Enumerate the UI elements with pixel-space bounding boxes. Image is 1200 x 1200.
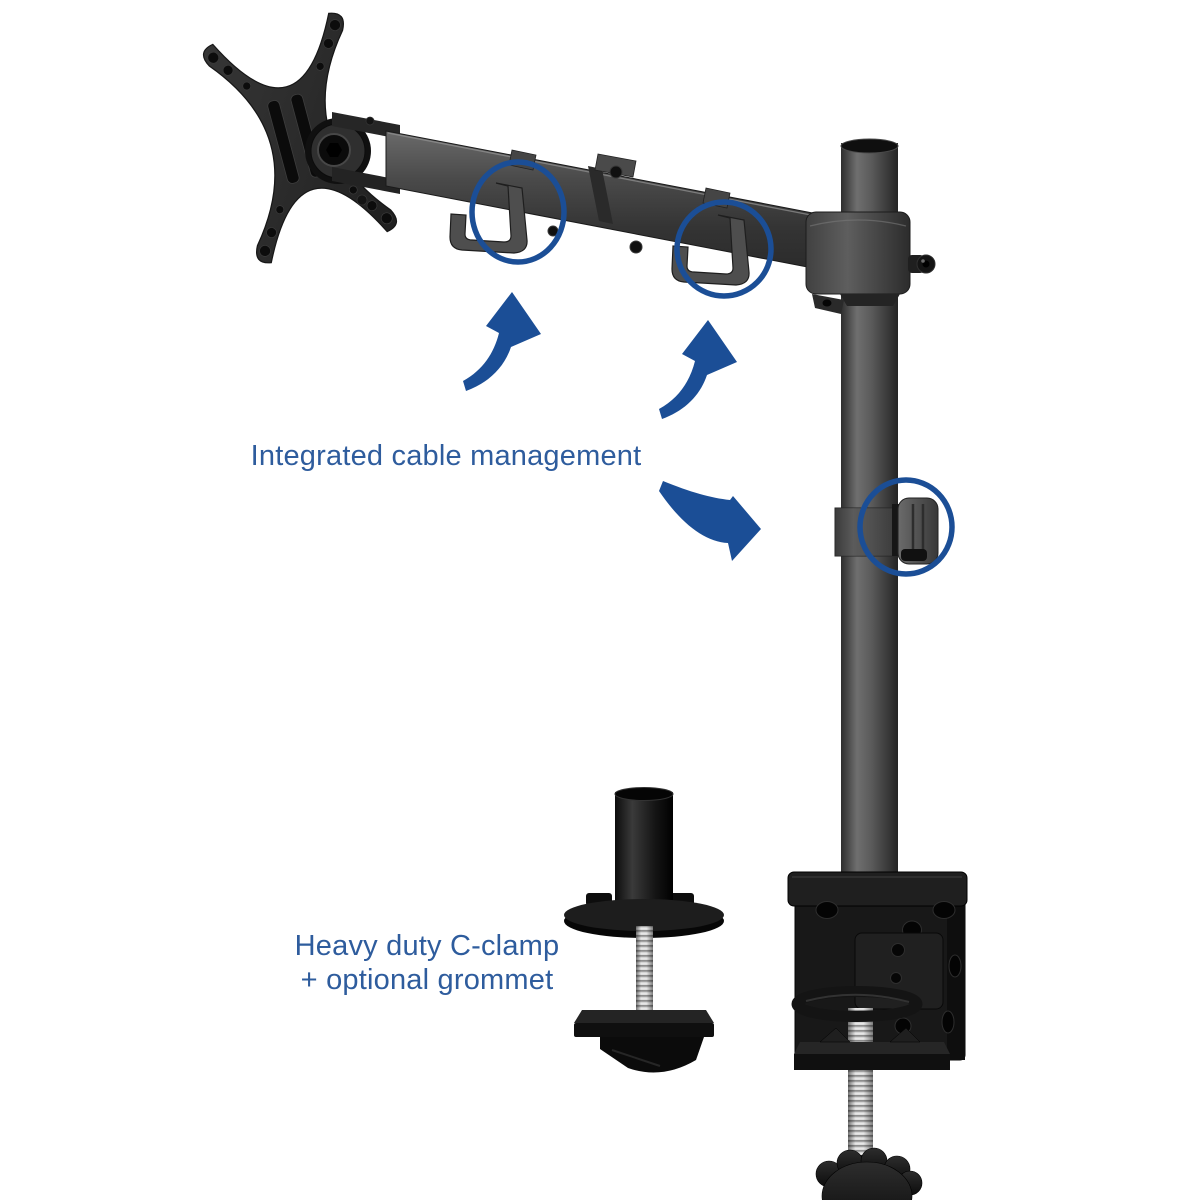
clamp-label-line1: Heavy duty C-clamp xyxy=(294,930,560,962)
pivot-joint xyxy=(305,112,400,206)
collar-flange-hole xyxy=(822,299,832,307)
pole-clip-gap xyxy=(892,504,902,556)
annotation-arrows xyxy=(463,292,761,561)
annotation-arrow-1 xyxy=(463,292,541,391)
clamp-label-line2: + optional grommet xyxy=(300,964,554,996)
grommet-plate-top xyxy=(574,1010,714,1023)
grommet-rod-shade xyxy=(636,926,653,1018)
annotation-circles xyxy=(469,159,955,577)
arm-screws xyxy=(547,165,643,254)
arm-cable-clip-2 xyxy=(671,214,750,286)
c-clamp-base xyxy=(787,871,968,1200)
clamp-lower-arm-front xyxy=(794,1054,950,1070)
grommet-pole-cap xyxy=(614,787,674,801)
clamp-pad-ring-highlight xyxy=(805,993,910,1003)
pole-cap xyxy=(840,138,899,154)
pivot-fork-top xyxy=(332,112,400,139)
annotation-arrow-3 xyxy=(659,481,761,561)
grommet-jaw-highlight xyxy=(611,1049,661,1067)
arm-cable-clip-1 xyxy=(449,182,528,254)
pivot-screw-top xyxy=(365,116,375,126)
vesa-slot-left xyxy=(267,100,300,184)
clamp-inner-hole-2 xyxy=(890,972,902,984)
annotation-arrow-2 xyxy=(659,320,737,419)
grommet-plate-front xyxy=(574,1023,714,1037)
cable-management-label: Integrated cable management xyxy=(250,440,642,472)
clamp-top-plate xyxy=(787,871,968,907)
arm-mid-seam xyxy=(588,166,613,224)
grommet-disc-top xyxy=(564,899,724,931)
clamp-rib-1 xyxy=(819,1027,851,1043)
pivot-hex-bolt xyxy=(326,143,342,157)
clamp-inner-hole-1 xyxy=(891,943,905,957)
pole-cable-clip xyxy=(834,497,939,565)
annotation-circle-3 xyxy=(857,477,955,577)
clamp-rib-2 xyxy=(889,1027,921,1043)
pole-clip-hook xyxy=(897,497,939,565)
clamp-knob xyxy=(815,1147,923,1200)
vesa-plate-body xyxy=(203,12,397,264)
collar-body xyxy=(805,211,911,295)
clamp-pad-ring xyxy=(791,986,923,1022)
pivot-screw-bottom xyxy=(356,194,368,206)
monitor-arm xyxy=(385,130,819,270)
annotation-circle-2 xyxy=(674,199,774,299)
pole-clip-slot xyxy=(901,549,927,561)
collar-bottom-taper xyxy=(840,294,900,306)
clamp-lower-arm-top xyxy=(794,1042,950,1054)
grommet-pole xyxy=(615,792,673,918)
grommet-mount xyxy=(564,787,724,1073)
pole-clip-band-shade xyxy=(835,508,901,556)
arm-mid-tab xyxy=(594,153,637,178)
vesa-holes xyxy=(207,19,393,257)
vesa-plate xyxy=(203,12,397,264)
collar-top-rim xyxy=(809,219,907,227)
clamp-grommet-label: Heavy duty C-clamp + optional grommet xyxy=(295,929,560,997)
collar-screw-glint xyxy=(921,259,925,263)
pivot-fork-bottom xyxy=(332,167,400,194)
annotation-circle-1 xyxy=(469,159,567,265)
grommet-jaw xyxy=(600,1037,704,1073)
clamp-rod-shade xyxy=(848,1008,873,1162)
arm-pole-collar xyxy=(805,211,936,314)
